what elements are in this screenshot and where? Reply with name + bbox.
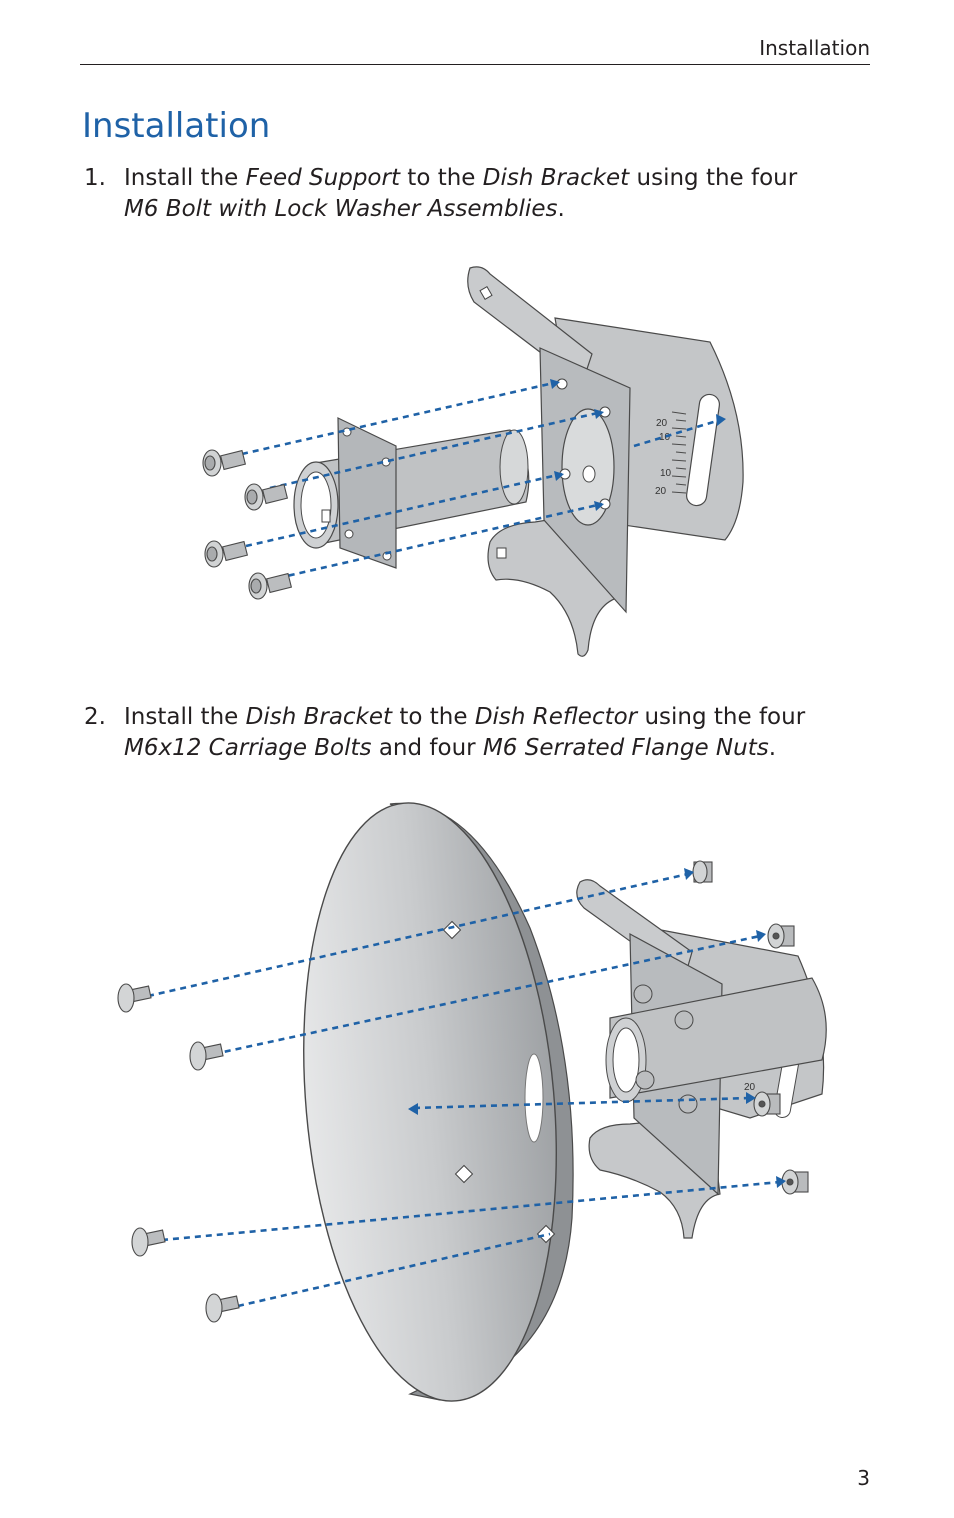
dish-square-hole [442,920,462,940]
step-text-fragment: to the [399,165,483,191]
scale-label: 20 [744,1082,756,1093]
lock-washer-bolt [204,540,249,568]
step-text-fragment: and four [371,735,483,761]
step-text-fragment: to the [392,704,475,730]
arrow-heads [408,868,786,1188]
dish-reflector [303,802,557,1402]
step-number: 2. [84,704,106,730]
part-name: Dish Reflector [474,704,638,730]
carriage-bolt [205,1293,240,1323]
arrow-heads [550,379,726,511]
assembly-arrows [241,380,721,580]
page-number: 3 [857,1466,870,1490]
tube-end [499,429,529,505]
scale-label: 20 [655,486,667,497]
step-text-fragment: Install the [124,165,246,191]
serrated-flange-nut [781,1169,809,1195]
square-hole [496,547,507,559]
assembly-arrows [147,872,781,1308]
lock-washer-bolt [248,572,293,600]
bolt-hole [556,378,568,390]
dish-square-hole [536,1224,556,1244]
running-header: Installation [80,34,870,65]
feed-support-assembly-illustration: 20 10 10 20 [202,266,744,657]
step-text: Install the Dish Bracket to the Dish Ref… [124,702,864,764]
scale-label: 10 [659,432,671,443]
center-hole [582,465,596,483]
part-name: M6 Bolt with Lock Washer Assemblies [124,196,558,222]
square-hole [479,285,493,301]
tube-opening [612,1027,640,1093]
part-name: M6 Serrated Flange Nuts [482,735,769,761]
scale-label: 10 [660,468,672,479]
step-text: Install the Feed Support to the Dish Bra… [124,163,864,225]
step-number: 1. [84,165,106,191]
lock-washer-bolt [202,449,247,477]
serrated-flange-nut [767,923,795,949]
step-text-fragment: using the four [629,165,798,191]
tube-slot [321,509,331,523]
step-text-fragment: . [557,196,565,222]
dish-center-opening [524,1053,544,1143]
scale-label: 20 [656,418,668,429]
step-text-fragment: . [768,735,777,761]
carriage-bolt [131,1227,166,1257]
carriage-bolt [189,1041,224,1071]
lock-washer-bolt [244,483,289,511]
part-name: Feed Support [245,165,400,191]
running-header-title: Installation [759,36,870,60]
part-name: M6x12 Carriage Bolts [124,735,372,761]
serrated-flange-nut [753,1091,781,1117]
flange-hole [344,529,354,539]
feed-support-flange [337,417,397,569]
step-text-fragment: Install the [124,704,246,730]
angle-scale-ticks [671,411,687,494]
part-name: Dish Bracket [245,704,393,730]
carriage-bolt [117,983,152,1013]
part-name: Dish Bracket [482,165,630,191]
dish-reflector-assembly-illustration: 20 [117,802,827,1402]
feed-support-tube [609,977,827,1099]
section-title: Installation [82,106,271,146]
step-text-fragment: using the four [637,704,806,730]
dish-square-hole [454,1164,474,1184]
serrated-flange-nut [692,860,713,884]
